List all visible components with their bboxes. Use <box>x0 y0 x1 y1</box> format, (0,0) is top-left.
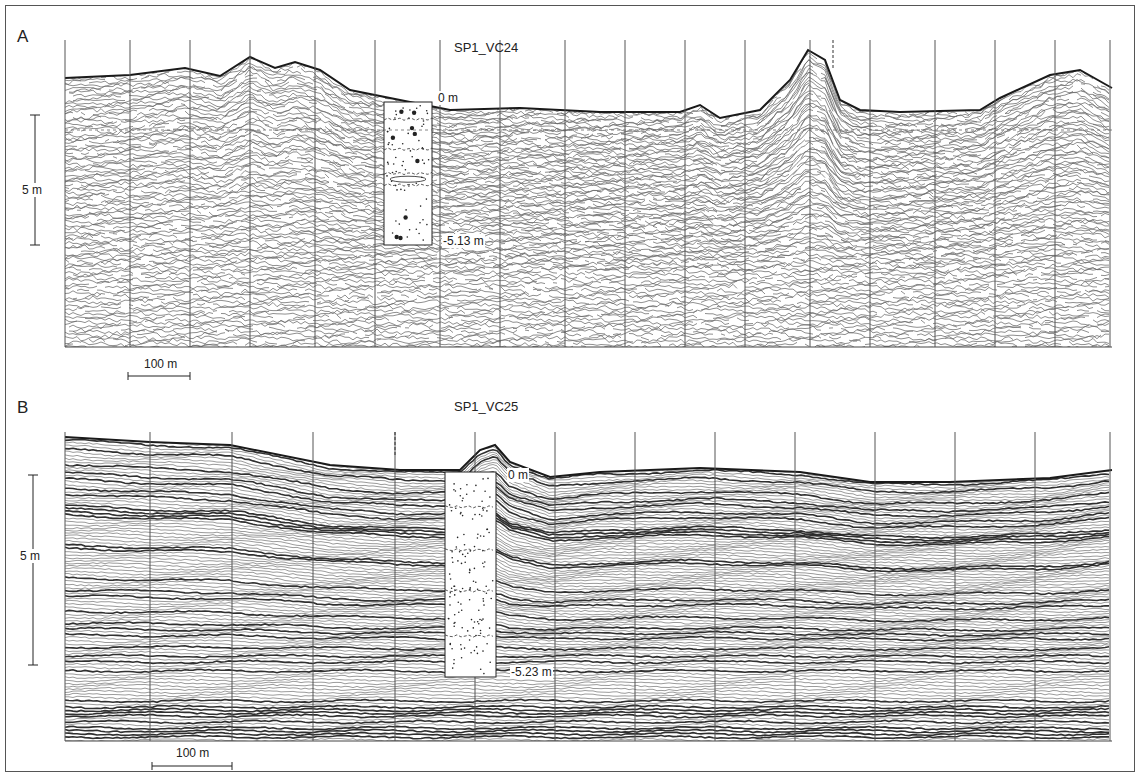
scale-label: 100 m <box>143 357 178 371</box>
fix-mark-line <box>1035 432 1036 741</box>
fix-mark-line <box>685 40 686 347</box>
datum-line <box>65 130 1112 131</box>
fix-mark-line <box>500 40 501 347</box>
depth-label: -5.13 m <box>442 234 485 248</box>
seafloor-line <box>65 50 1112 118</box>
fix-mark-line <box>870 40 871 347</box>
fix-mark-line <box>715 432 716 741</box>
fix-mark-line <box>375 40 376 347</box>
depth-label: 0 m <box>507 468 529 482</box>
fix-mark-line <box>250 40 251 347</box>
fix-mark-line <box>995 40 996 347</box>
core-log <box>384 102 432 245</box>
fix-mark-line <box>395 432 396 741</box>
fix-mark-line <box>745 40 746 347</box>
fix-mark-line <box>635 432 636 741</box>
figure-frame <box>6 6 1135 772</box>
fix-mark-line <box>232 432 233 741</box>
dashed-marker <box>395 432 396 455</box>
fix-mark-line <box>150 432 151 741</box>
fix-mark-line <box>1110 40 1111 347</box>
panel-letter: B <box>16 398 29 417</box>
scale-label: 5 m <box>21 183 43 197</box>
fix-mark-line <box>1110 432 1111 741</box>
fix-mark-line <box>313 432 314 741</box>
core-log <box>445 472 496 677</box>
fix-mark-line <box>935 40 936 347</box>
depth-label: -5.23 m <box>510 665 553 679</box>
fix-mark-line <box>440 40 441 347</box>
dashed-marker <box>833 40 834 70</box>
fix-mark-line <box>795 432 796 741</box>
profile-overlay <box>65 40 1112 741</box>
fix-mark-line <box>315 40 316 347</box>
fix-mark-line <box>1055 40 1056 347</box>
fix-mark-line <box>555 432 556 741</box>
fix-mark-line <box>190 40 191 347</box>
fix-mark-line <box>65 40 66 347</box>
scale-label: 100 m <box>175 746 210 760</box>
scale-label: 5 m <box>19 549 41 563</box>
scale-bars <box>28 115 232 770</box>
seismic-texture <box>65 51 1109 745</box>
panel-letter: A <box>16 27 29 46</box>
reflector-rows <box>65 51 1109 354</box>
fix-mark-line <box>625 40 626 347</box>
profile-base <box>65 347 1112 348</box>
fix-mark-line <box>65 432 66 741</box>
fix-mark-line <box>955 432 956 741</box>
fix-mark-line <box>565 40 566 347</box>
depth-label: 0 m <box>437 91 459 105</box>
fix-mark-line <box>810 40 811 347</box>
fix-mark-line <box>130 40 131 347</box>
core-name: SP1_VC24 <box>453 40 519 55</box>
reflector-rows <box>65 438 1109 745</box>
fix-mark-line <box>875 432 876 741</box>
core-name: SP1_VC25 <box>453 399 519 414</box>
